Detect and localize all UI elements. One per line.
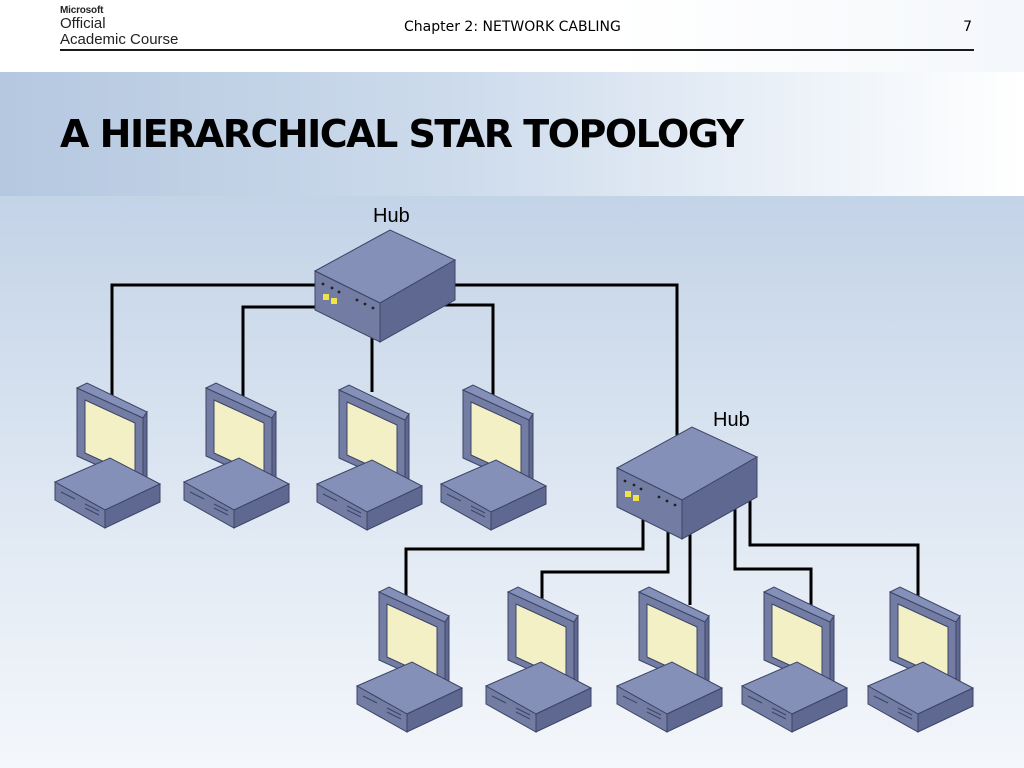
- computer-1: [54, 382, 161, 529]
- course-line-2: Academic Course: [60, 31, 179, 48]
- cable-hub1-pc4: [440, 303, 495, 395]
- course-logo: Microsoft Official Academic Course: [60, 5, 178, 48]
- computer-6: [485, 586, 592, 733]
- cable-hub1-pc2: [241, 305, 318, 400]
- title-band: [0, 72, 1024, 196]
- cable-hub2-pc5: [404, 505, 645, 598]
- hub-device-top: [314, 229, 456, 343]
- hub-label-bottom: Hub: [713, 409, 750, 431]
- computer-7: [616, 586, 723, 733]
- computer-8: [741, 586, 848, 733]
- course-line-1: Official: [60, 15, 106, 32]
- cable-hub2-pc9: [748, 500, 920, 606]
- page-number: 7: [963, 19, 972, 35]
- header-divider: [60, 49, 974, 51]
- computer-5: [356, 586, 463, 733]
- cable-hub2-pc6: [540, 525, 670, 600]
- cable-hub1-hub2: [454, 283, 679, 440]
- computer-4: [440, 384, 547, 531]
- header-band: [0, 0, 1024, 72]
- computer-2: [183, 382, 290, 529]
- chapter-title: Chapter 2: NETWORK CABLING: [404, 19, 621, 35]
- cable-hub2-pc8: [733, 505, 813, 605]
- brand-name: Microsoft: [60, 5, 104, 16]
- cables: [110, 283, 920, 606]
- slide-title: A HIERARCHICAL STAR TOPOLOGY: [60, 112, 744, 156]
- hub-label-top: Hub: [373, 205, 410, 227]
- computer-3: [316, 384, 423, 531]
- computer-9: [867, 586, 974, 733]
- cable-hub1-pc1: [110, 283, 318, 400]
